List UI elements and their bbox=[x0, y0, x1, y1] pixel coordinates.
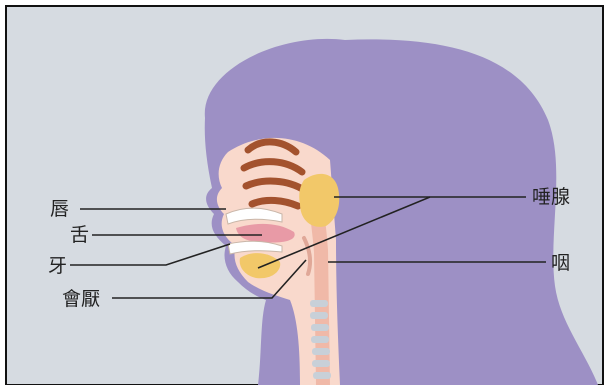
label-tongue: 舌 bbox=[70, 224, 89, 246]
label-teeth: 牙 bbox=[48, 255, 67, 277]
label-pharynx: 咽 bbox=[551, 252, 570, 274]
label-salivary-gland: 唾腺 bbox=[532, 186, 570, 208]
label-lips: 唇 bbox=[50, 198, 69, 220]
label-epiglottis: 會厭 bbox=[62, 288, 100, 310]
salivary-gland-shape bbox=[299, 174, 339, 227]
